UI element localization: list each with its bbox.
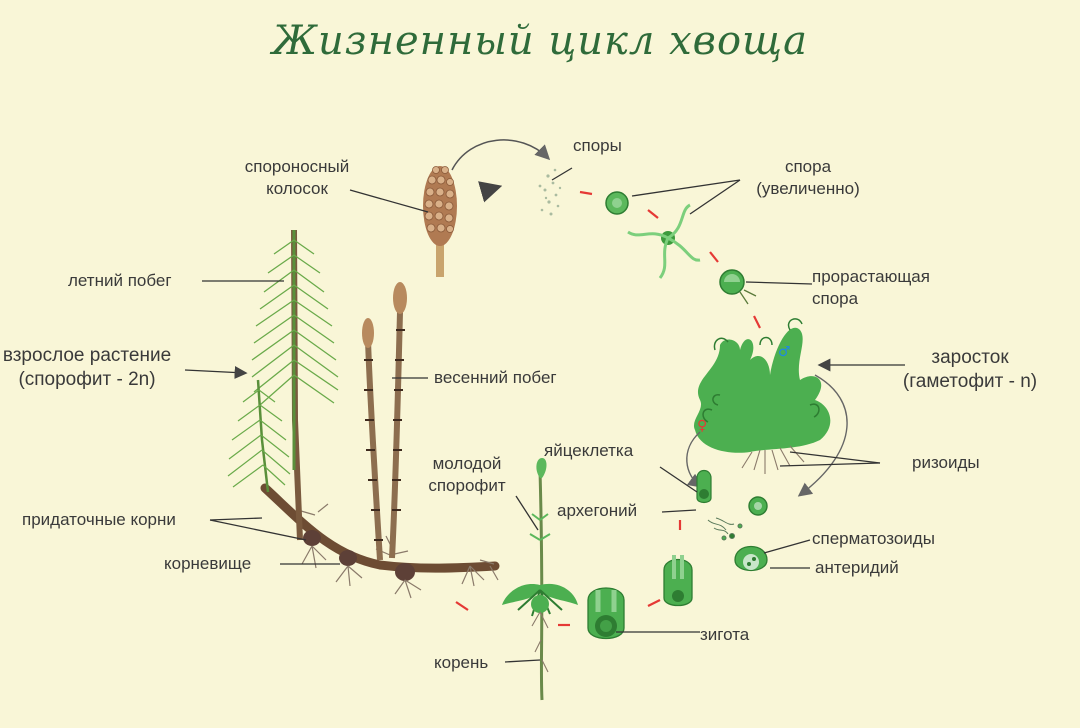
female-symbol: ♀ — [697, 418, 707, 434]
label-young-sporophyte-line2: спорофит — [428, 476, 506, 495]
label-spore-enlarged-line1: спора — [784, 157, 832, 176]
label-strobilus: спороносный колосок — [232, 156, 362, 200]
label-germinating-spore: прорастающая спора — [812, 266, 930, 310]
label-strobilus-line2: колосок — [266, 179, 328, 198]
sperm-illustration — [707, 517, 743, 541]
diagram-title: Жизненный цикл хвоща — [272, 18, 808, 64]
zygote-illustration — [587, 587, 625, 640]
label-spring-shoot: весенний побег — [434, 368, 557, 387]
label-egg-cell: яйцеклетка — [544, 441, 634, 460]
label-germinating-spore-line1: прорастающая — [812, 267, 930, 286]
label-sperm: сперматозоиды — [812, 529, 935, 548]
label-rhizome: корневище — [164, 554, 252, 573]
label-strobilus-line1: спороносный — [244, 157, 350, 176]
leader-lines — [202, 167, 881, 663]
label-spore-enlarged: спора (увеличенно) — [738, 156, 878, 200]
label-summer-shoot: летний побег — [68, 271, 172, 290]
label-spores: споры — [573, 136, 622, 155]
male-symbol: ♂ — [778, 344, 791, 360]
label-adult-plant-line2: (спорофит - 2n) — [18, 369, 156, 390]
label-root: корень — [434, 653, 489, 672]
label-adult-plant: взрослое растение (спорофит - 2n) — [0, 344, 192, 392]
label-spore-enlarged-line2: (увеличенно) — [756, 179, 860, 198]
label-archegonium: архегоний — [557, 501, 638, 520]
cycle-arrows — [455, 181, 761, 627]
label-young-sporophyte: молодой спорофит — [412, 453, 522, 497]
label-prothallus: заросток (гаметофит - n) — [880, 346, 1060, 394]
archegonium-illustration — [696, 469, 712, 504]
prothallus-illustration — [686, 318, 848, 497]
adult-plant-illustration — [227, 229, 500, 599]
label-adult-plant-line1: взрослое растение — [2, 345, 172, 366]
label-prothallus-line2: (гаметофит - n) — [902, 371, 1038, 392]
label-rhizoids: ризоиды — [912, 453, 980, 472]
label-zygote: зигота — [700, 625, 750, 644]
label-adventitious-roots: придаточные корни — [22, 510, 176, 529]
label-antheridium: антеридий — [815, 558, 899, 577]
fertilized-archegonium-illustration — [663, 555, 693, 607]
spore-enlarged-illustration — [605, 191, 701, 279]
young-sporophyte-illustration — [502, 458, 578, 701]
strobilus-illustration — [423, 166, 457, 277]
antheridium-illustration — [734, 546, 768, 572]
label-young-sporophyte-line1: молодой — [432, 454, 502, 473]
spores-cloud — [538, 168, 562, 216]
germinating-spore-illustration — [719, 269, 757, 305]
label-prothallus-line1: заросток — [931, 347, 1009, 368]
label-germinating-spore-line2: спора — [812, 289, 859, 308]
